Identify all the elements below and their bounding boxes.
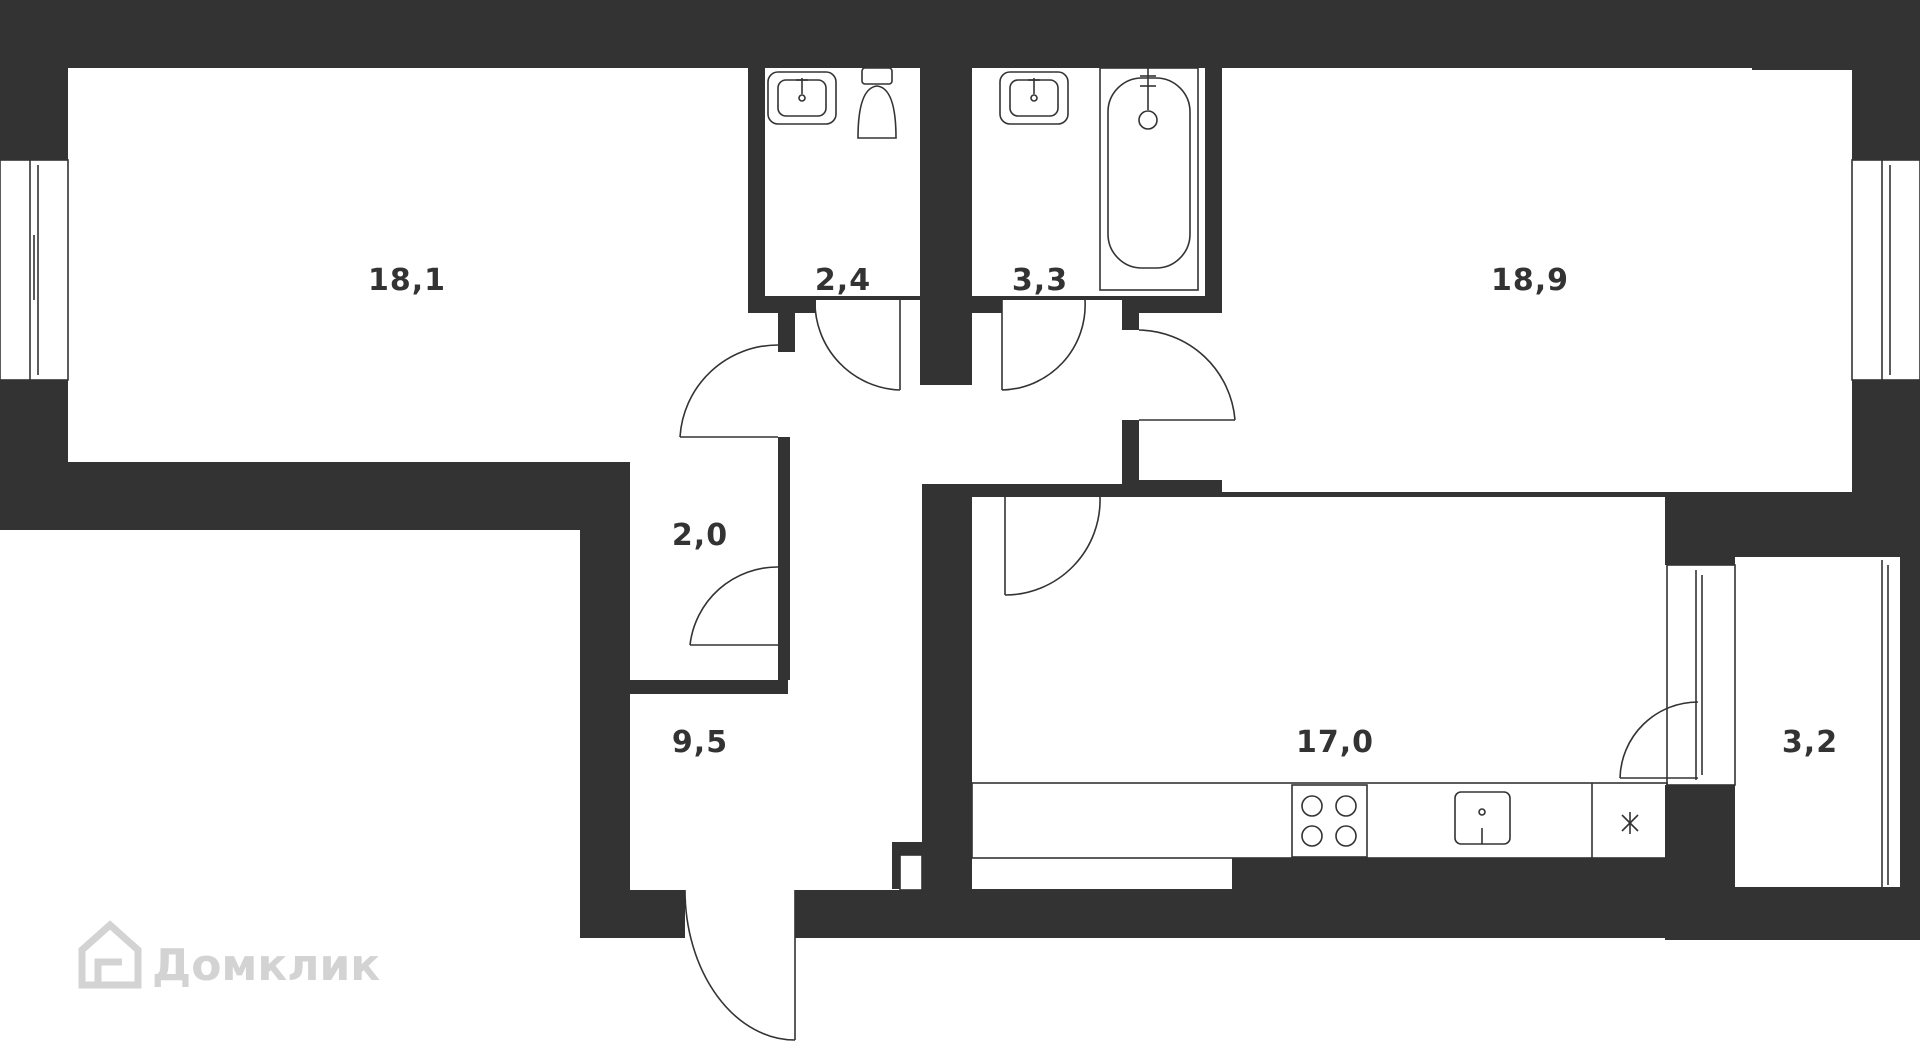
kitchen-sink-icon <box>1454 791 1511 845</box>
sink-icon <box>999 71 1069 125</box>
window-icon <box>0 159 69 381</box>
watermark: Домклик <box>78 920 380 991</box>
toilet-icon <box>857 67 897 139</box>
toilet-fixtures <box>767 67 897 139</box>
hallway-niche <box>899 854 923 891</box>
door-icon <box>1001 299 1086 391</box>
ventilation-icon <box>1621 812 1639 834</box>
window-icon <box>1881 560 1889 890</box>
stove-icon <box>1291 784 1368 858</box>
window-icon <box>1666 564 1736 786</box>
watermark-brand: Домклик <box>152 940 380 991</box>
door-icon <box>1619 701 1699 779</box>
hallway-upper <box>760 300 1212 484</box>
bedroom-1-area: 18,1 <box>368 263 446 298</box>
toilet-room <box>765 68 920 296</box>
door-icon <box>1004 496 1101 596</box>
doors <box>679 299 1699 1041</box>
windows <box>0 159 1920 890</box>
door-icon <box>684 889 796 1041</box>
bedroom-2-room <box>1210 68 1852 492</box>
balcony-room <box>1735 557 1900 887</box>
house-logo-icon <box>78 920 142 989</box>
door-icon <box>814 299 901 391</box>
interior-walls <box>580 0 1920 938</box>
kitchen-counter <box>971 782 1668 859</box>
bedroom-2-area: 18,9 <box>1491 263 1569 298</box>
door-icon <box>679 344 779 438</box>
door-icon <box>1138 329 1236 421</box>
storage-area: 2,0 <box>672 518 728 553</box>
kitchen-area: 17,0 <box>1296 725 1374 760</box>
kitchen-room <box>972 497 1667 889</box>
window-icon <box>1851 159 1920 381</box>
sink-icon <box>767 71 837 125</box>
entry-gap <box>685 890 795 950</box>
bathroom-room <box>972 68 1205 296</box>
area-labels: 18,1 2,4 3,3 18,9 2,0 9,5 17,0 3,2 <box>368 263 1838 760</box>
hallway-area: 9,5 <box>672 725 728 760</box>
door-icon <box>689 566 779 646</box>
bathtub-icon <box>1099 67 1199 291</box>
toilet-area: 2,4 <box>815 263 871 298</box>
bathroom-area: 3,3 <box>1012 263 1068 298</box>
bathroom-fixtures <box>999 67 1199 291</box>
balcony-area: 3,2 <box>1782 725 1838 760</box>
